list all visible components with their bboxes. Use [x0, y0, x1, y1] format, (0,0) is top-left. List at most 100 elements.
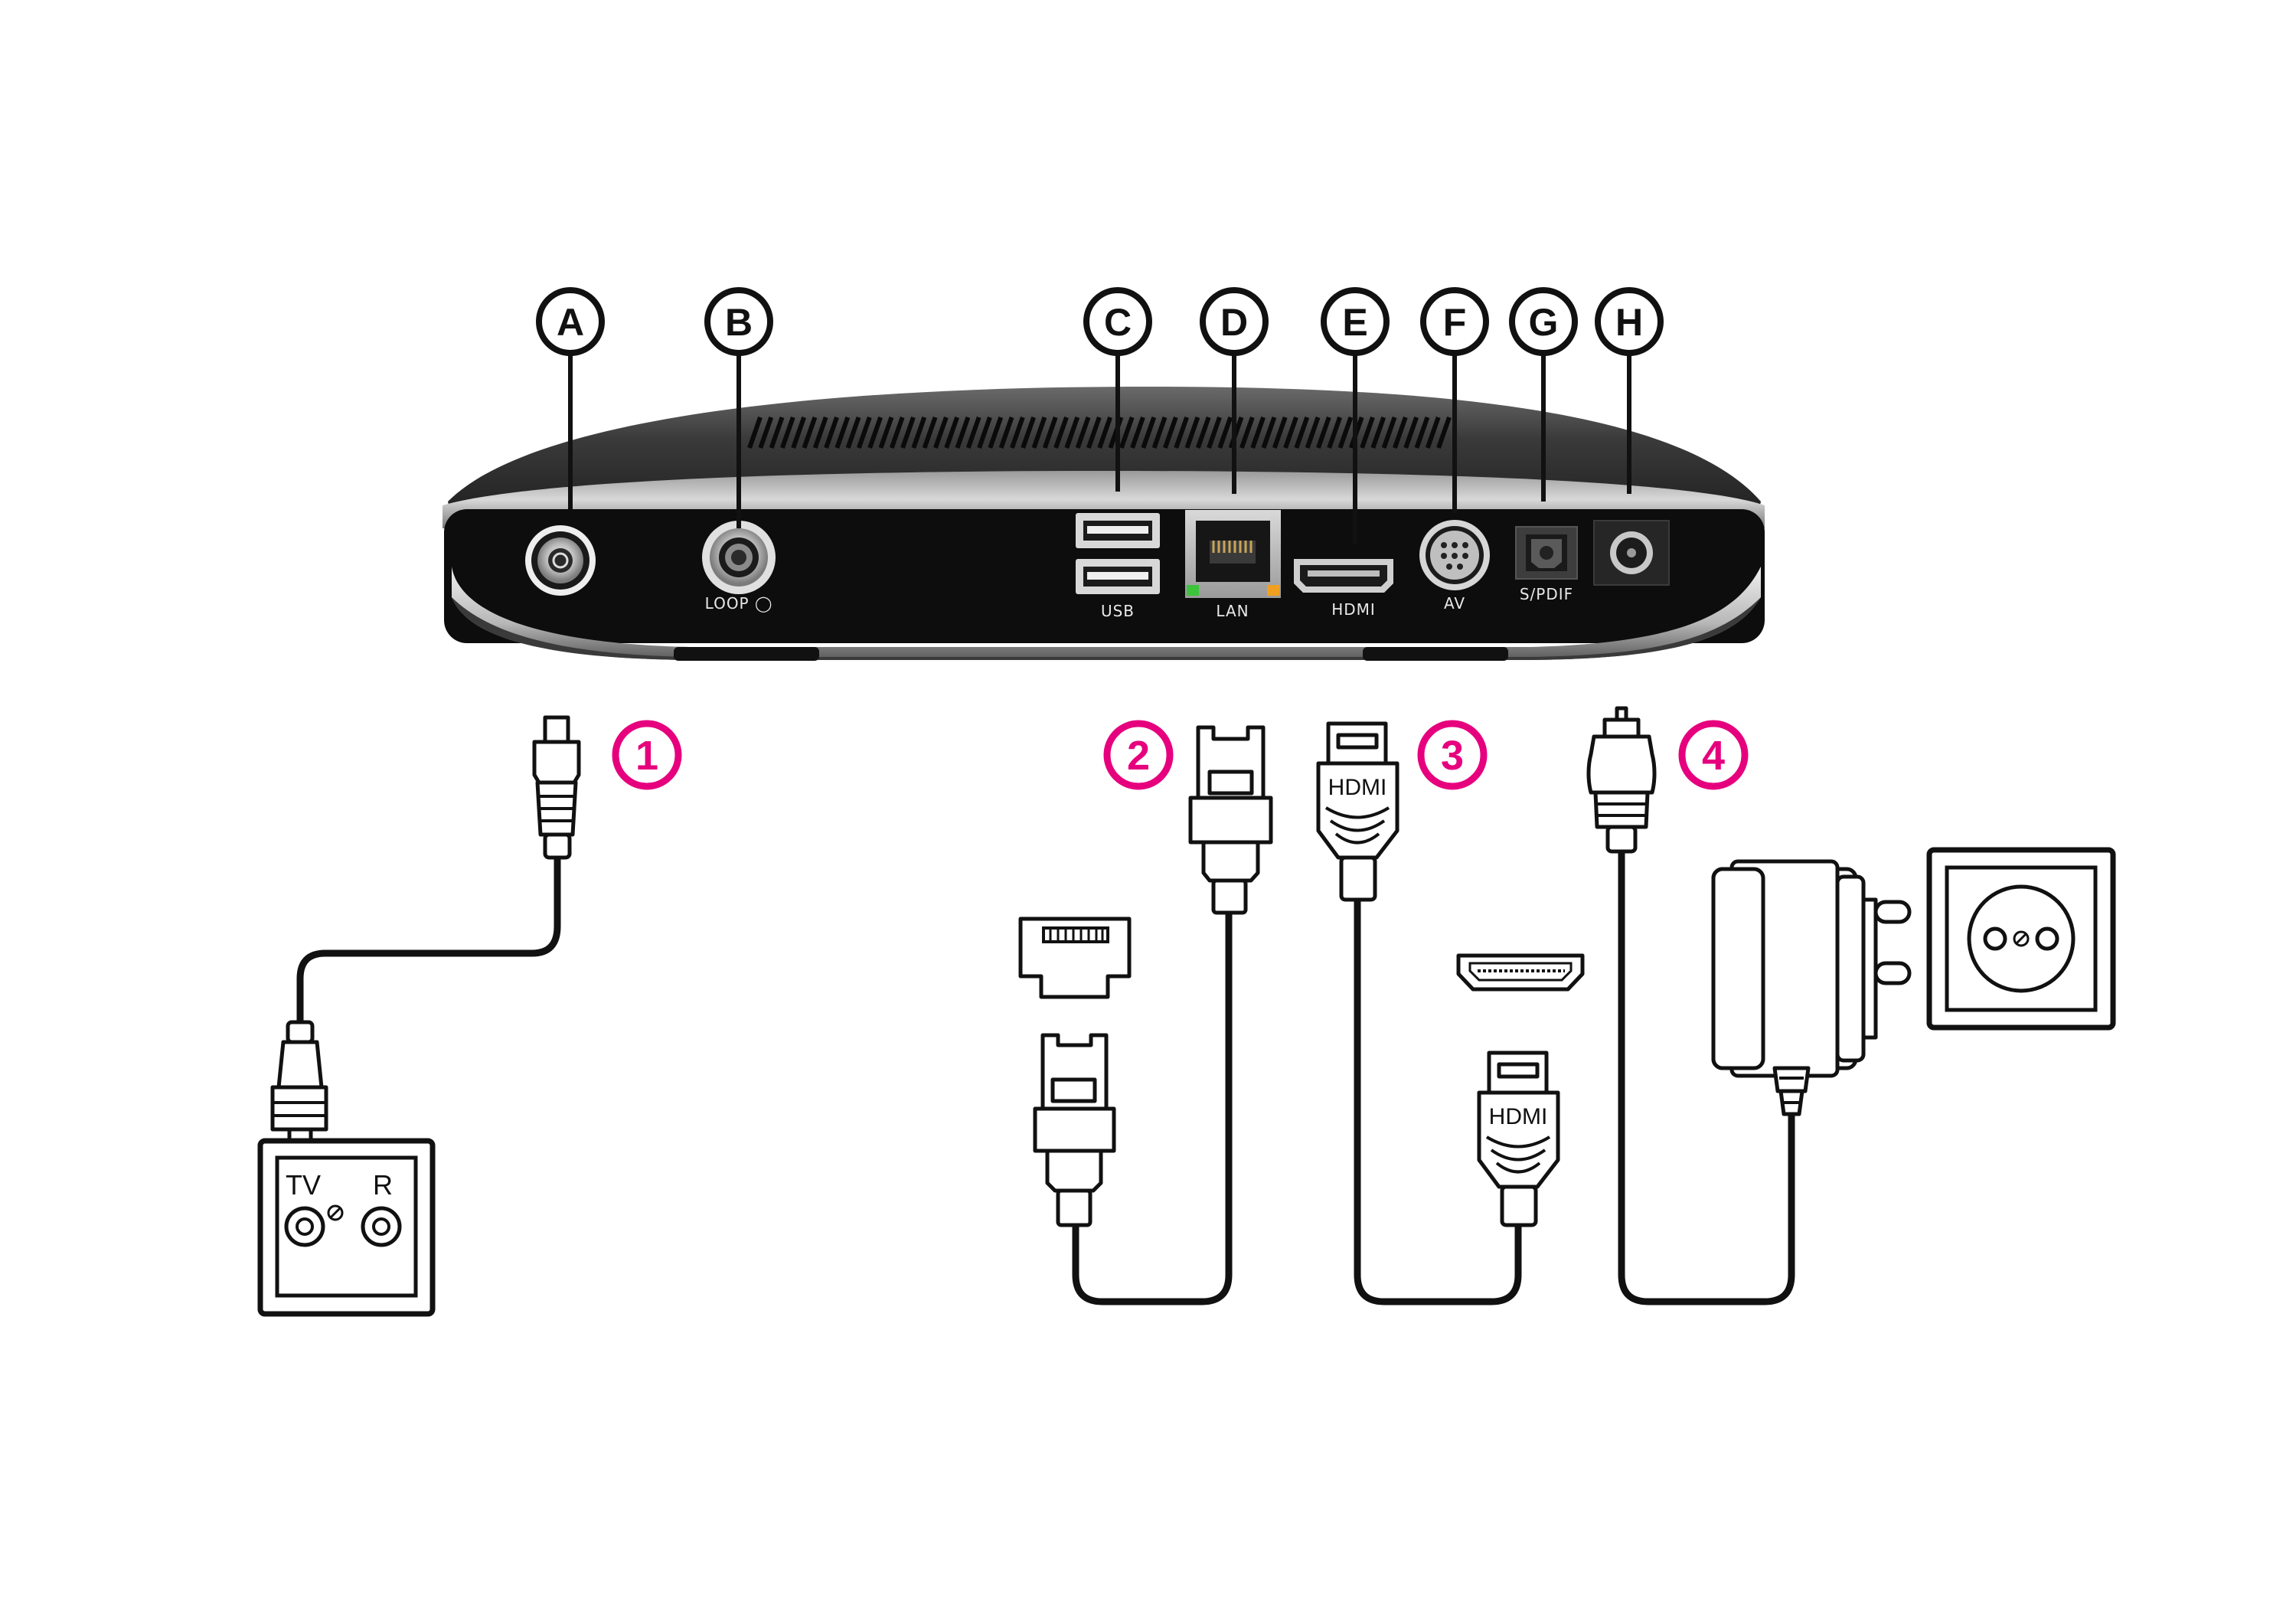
vent-slot: [769, 417, 785, 449]
vent-slot: [1119, 417, 1135, 449]
port-b-loop-out[interactable]: [702, 521, 776, 594]
callout-d-letter: D: [1220, 301, 1248, 344]
vent-slot: [857, 417, 872, 449]
set-top-box: LOOP ◯ USB LAN: [443, 387, 1765, 661]
rj45-plug-bottom: [1033, 1033, 1116, 1227]
callout-h: H: [1595, 287, 1664, 356]
vent-slot: [965, 417, 981, 449]
vent-slot: [1272, 417, 1288, 449]
socket-tv-label: TV: [286, 1169, 321, 1201]
port-d-lan[interactable]: [1185, 510, 1281, 598]
vent-slot: [998, 417, 1014, 449]
vent-slot: [944, 417, 959, 449]
vent-slot: [1239, 417, 1255, 449]
callout-b: B: [704, 287, 773, 356]
vent-slot: [977, 417, 992, 449]
vent-slot: [900, 417, 916, 449]
vent-slot: [834, 417, 851, 449]
vent-slot: [1250, 417, 1266, 449]
vent-slot: [758, 417, 774, 449]
ethernet-cable-assembly: [1018, 725, 1273, 1305]
callout-a-letter: A: [557, 301, 584, 344]
step-1-badge: 1: [612, 720, 682, 790]
coax-plug-bottom: [270, 1020, 328, 1162]
ethernet-cable: [1072, 907, 1233, 1305]
port-a-antenna-in[interactable]: [525, 525, 596, 596]
callout-d: D: [1200, 287, 1269, 356]
port-f-caption: AV: [1444, 594, 1465, 613]
vent-slot: [1207, 417, 1222, 449]
vent-slot: [955, 417, 971, 449]
step-3-badge: 3: [1417, 720, 1488, 790]
vent-slot: [1097, 417, 1112, 449]
device-foot-right: [1363, 647, 1508, 661]
vent-slot: [1305, 417, 1321, 449]
vent-slot: [802, 417, 818, 449]
step-numbers: 1 2 3 4: [612, 720, 1749, 790]
rj45-plug-top: [1188, 725, 1273, 915]
vent-slot: [867, 417, 883, 449]
port-c-usb[interactable]: [1076, 513, 1160, 594]
vent-slot: [780, 417, 795, 449]
coax-plug-top: [532, 715, 581, 860]
vent-slot: [1141, 417, 1157, 449]
port-e-hdmi[interactable]: [1294, 559, 1393, 593]
vent-slot: [1163, 417, 1178, 449]
mains-wall-socket: [1926, 847, 2116, 1031]
callout-g-letter: G: [1529, 301, 1559, 344]
antenna-wall-socket: TV R: [257, 1138, 436, 1317]
port-d-caption: LAN: [1216, 602, 1249, 620]
vent-slot: [1261, 417, 1277, 449]
callout-e: E: [1321, 287, 1390, 356]
vent-slot: [1393, 417, 1408, 449]
step-2-badge: 2: [1103, 720, 1174, 790]
step-3-number: 3: [1441, 733, 1464, 779]
port-f-av[interactable]: [1419, 520, 1490, 590]
vent-slot: [1414, 417, 1430, 449]
port-b-caption: LOOP ◯: [705, 594, 773, 613]
vent-slot: [1403, 417, 1419, 449]
power-adapter-assembly: [1586, 706, 2116, 1305]
port-g-caption: S/PDIF: [1520, 585, 1573, 603]
vent-slot: [1184, 417, 1200, 449]
step-4-number: 4: [1702, 733, 1725, 779]
hdmi-plug-top: HDMI: [1316, 721, 1399, 902]
port-h-power-in[interactable]: [1593, 520, 1670, 586]
vent-slot: [878, 417, 894, 449]
callout-f: F: [1420, 287, 1489, 356]
vent-slot: [922, 417, 938, 449]
step-4-badge: 4: [1678, 720, 1749, 790]
device-vents: [747, 417, 1452, 449]
vent-slot: [1053, 417, 1069, 449]
callout-c: C: [1083, 287, 1152, 356]
rj45-socket-icon: [1018, 917, 1132, 999]
vent-slot: [1086, 417, 1102, 449]
hdmi-cable-assembly: HDMI HDMI: [1316, 721, 1585, 1305]
callout-e-letter: E: [1342, 301, 1367, 344]
port-g-spdif[interactable]: [1515, 526, 1578, 580]
antenna-cable-assembly: TV R: [257, 715, 581, 1317]
vent-slot: [1195, 417, 1211, 449]
vent-slot: [1042, 417, 1058, 449]
vent-slot: [1337, 417, 1354, 449]
vent-slot: [1316, 417, 1331, 449]
socket-screw: [327, 1204, 344, 1221]
port-callouts: A B C D E F G H: [536, 287, 1664, 544]
vent-slot: [1360, 417, 1375, 449]
vent-slot: [824, 417, 839, 449]
hdmi-socket-icon: [1456, 953, 1585, 992]
callout-g: G: [1509, 287, 1578, 356]
hdmi-plug-top-text: HDMI: [1328, 775, 1387, 800]
vent-slot: [1327, 417, 1342, 449]
hdmi-plug-bottom-text: HDMI: [1489, 1104, 1548, 1129]
vent-slot: [1283, 417, 1298, 449]
antenna-cable: [296, 854, 561, 1026]
vent-slot: [1436, 417, 1452, 449]
wall-adapter: [1711, 859, 1912, 1116]
vent-slot: [933, 417, 949, 449]
vent-slot: [1370, 417, 1386, 449]
socket-radio-label: R: [373, 1169, 393, 1201]
callout-a: A: [536, 287, 605, 356]
vent-slot: [791, 417, 806, 449]
